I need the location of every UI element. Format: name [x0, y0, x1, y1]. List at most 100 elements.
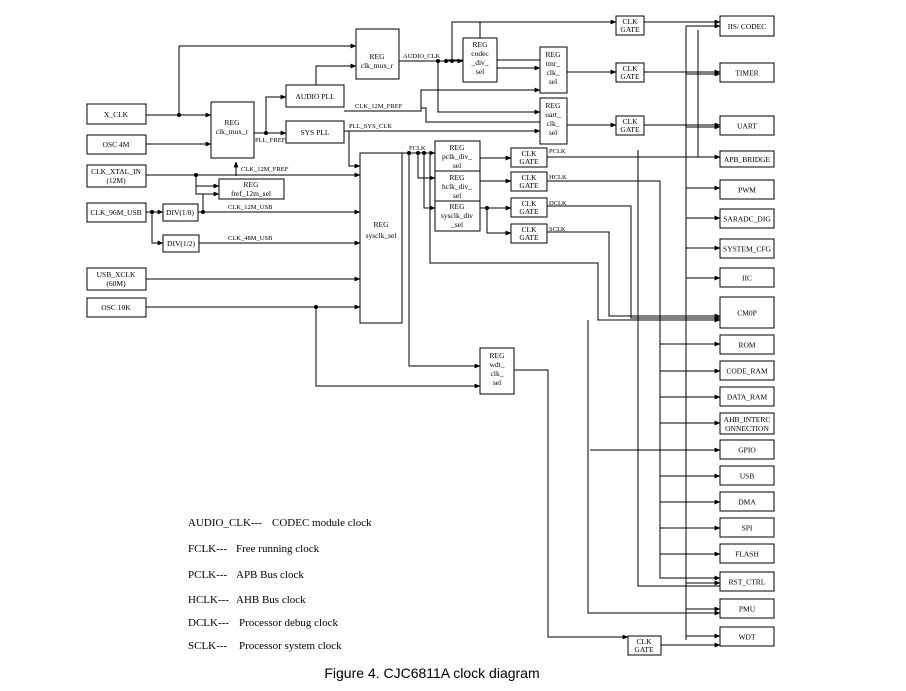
- svg-text:CLK: CLK: [623, 64, 639, 73]
- module-dma: DMA: [719, 491, 775, 512]
- legend-abbr: SCLK---: [188, 640, 227, 652]
- svg-text:(60M): (60M): [106, 279, 126, 288]
- svg-text:X_CLK: X_CLK: [104, 110, 129, 119]
- svg-text:REG: REG: [546, 50, 562, 59]
- svg-text:clk_mux_r: clk_mux_r: [216, 127, 249, 136]
- svg-text:REG: REG: [473, 40, 489, 49]
- svg-text:clk_mux_r: clk_mux_r: [361, 61, 394, 70]
- input-osc-4m: OSC 4M: [86, 134, 147, 155]
- reg-sysclk-div-sel: REG sysclk_div _sel: [434, 200, 481, 232]
- peripheral-modules: IIS/ CODECTIMERUARTAPB_BRIDGEPWMSARADC_D…: [719, 15, 775, 647]
- svg-text:IIC: IIC: [742, 274, 752, 283]
- svg-text:sysclk_div: sysclk_div: [441, 211, 473, 220]
- reg-hclk-div-sel: REG hclk_div_ sel: [434, 170, 481, 202]
- svg-text:REG: REG: [225, 118, 241, 127]
- reg-tmr-clk-sel: REG tmr_ clk_ sel: [539, 46, 568, 94]
- legend-abbr: PCLK---: [188, 569, 227, 581]
- svg-text:RST_CTRL: RST_CTRL: [729, 578, 766, 587]
- legend-desc: APB Bus clock: [236, 569, 304, 581]
- svg-text:pclk_div_: pclk_div_: [442, 152, 472, 161]
- svg-text:sel: sel: [493, 378, 501, 387]
- svg-text:sysclk_sel: sysclk_sel: [366, 231, 397, 240]
- svg-text:_div_: _div_: [470, 58, 488, 67]
- svg-text:REG: REG: [450, 143, 466, 152]
- clk-gate-timer: CLK GATE: [615, 62, 645, 83]
- svg-text:GATE: GATE: [634, 645, 654, 654]
- sys-pll: SYS PLL: [285, 120, 345, 144]
- svg-text:AUDIO PLL: AUDIO PLL: [295, 92, 335, 101]
- reg-clk-mux-2: REG clk_mux_r: [355, 28, 400, 80]
- module-timer: TIMER: [719, 62, 775, 83]
- signal-hclk: HCLK: [549, 174, 567, 181]
- svg-text:REG: REG: [374, 220, 390, 229]
- svg-text:clk_: clk_: [547, 68, 560, 77]
- svg-text:UART: UART: [737, 122, 757, 131]
- svg-text:CM0P: CM0P: [737, 309, 757, 318]
- svg-text:sel: sel: [549, 77, 557, 86]
- svg-text:REG: REG: [244, 180, 260, 189]
- legend-desc: Processor debug clock: [239, 617, 338, 629]
- legend-item: PCLK--- APB Bus clock: [188, 569, 304, 581]
- svg-text:GATE: GATE: [519, 157, 539, 166]
- svg-text:FLASH: FLASH: [735, 550, 759, 559]
- svg-text:ROM: ROM: [738, 341, 755, 350]
- svg-text:GATE: GATE: [519, 207, 539, 216]
- svg-text:tmr_: tmr_: [546, 59, 560, 68]
- module-uart: UART: [719, 115, 775, 136]
- svg-text:sel: sel: [549, 128, 557, 137]
- module-apb-bridge: APB_BRIDGE: [719, 150, 775, 168]
- legend-item: FCLK---Free running clock: [188, 543, 320, 555]
- svg-text:IIS/ CODEC: IIS/ CODEC: [728, 22, 767, 31]
- clk-gate-iis: CLK GATE: [615, 15, 645, 36]
- svg-text:OSC 10K: OSC 10K: [101, 303, 131, 312]
- svg-text:REG: REG: [450, 173, 466, 182]
- legend-item: AUDIO_CLK---CODEC module clock: [188, 517, 372, 529]
- module-data-ram: DATA_RAM: [719, 386, 775, 407]
- module-gpio: GPIO: [719, 439, 775, 460]
- module-usb: USB: [719, 465, 775, 486]
- svg-text:WDT: WDT: [738, 633, 755, 642]
- svg-text:CLK: CLK: [623, 17, 639, 26]
- legend-item: SCLK---Processor system clock: [188, 640, 342, 652]
- svg-text:CLK_XTAL_IN: CLK_XTAL_IN: [91, 167, 141, 176]
- svg-text:CLK_96M_USB: CLK_96M_USB: [90, 208, 141, 217]
- svg-text:DIV(1/8): DIV(1/8): [166, 208, 194, 217]
- signal-pll-fref: PLL_FREF: [255, 137, 286, 144]
- svg-text:clk_: clk_: [491, 369, 504, 378]
- svg-text:SPI: SPI: [742, 524, 753, 533]
- legend-desc: AHB Bus clock: [236, 594, 306, 606]
- clk-gate-hclk: CLK GATE: [510, 171, 548, 192]
- module-saradc-dig: SARADC_DIG: [719, 208, 775, 229]
- module-flash: FLASH: [719, 543, 775, 564]
- svg-text:uart_: uart_: [545, 110, 561, 119]
- clk-gate-wdt: CLK GATE: [627, 635, 662, 656]
- junction-dots: [150, 59, 489, 309]
- input-clk-xtal-in: CLK_XTAL_IN (12M): [86, 164, 147, 188]
- input-clk-96m-usb: CLK_96M_USB: [86, 202, 147, 223]
- reg-wdt-clk-sel: REG wdt_ clk_ sel: [479, 347, 515, 395]
- legend-desc: Free running clock: [236, 543, 320, 555]
- svg-text:wdt_: wdt_: [490, 360, 505, 369]
- svg-text:CLK: CLK: [522, 173, 538, 182]
- legend-desc: CODEC module clock: [272, 517, 372, 529]
- svg-text:USB_XCLK: USB_XCLK: [97, 270, 136, 279]
- svg-text:GATE: GATE: [519, 233, 539, 242]
- module-system-cfg: SYSTEM_CFG: [719, 238, 775, 259]
- svg-text:GATE: GATE: [519, 181, 539, 190]
- svg-text:CLK: CLK: [637, 637, 653, 646]
- svg-text:sel: sel: [453, 161, 461, 170]
- svg-text:CLK: CLK: [522, 225, 538, 234]
- reg-fref-12m-sel: REG fref_12m_sel: [218, 178, 285, 200]
- svg-text:CLK: CLK: [522, 199, 538, 208]
- svg-text:SARADC_DIG: SARADC_DIG: [723, 215, 771, 224]
- legend-abbr: HCLK---: [188, 594, 229, 606]
- input-osc-10k: OSC 10K: [86, 297, 147, 318]
- div-1-8: DIV(1/8): [162, 203, 199, 222]
- module-pmu: PMU: [719, 598, 775, 619]
- audio-pll: AUDIO PLL: [285, 84, 345, 108]
- signal-labels: AUDIO_CLK PLL_FREF CLK_12M_FREF CLK_12M_…: [228, 53, 567, 242]
- module-code-ram: CODE_RAM: [719, 360, 775, 381]
- svg-text:USB: USB: [740, 472, 755, 481]
